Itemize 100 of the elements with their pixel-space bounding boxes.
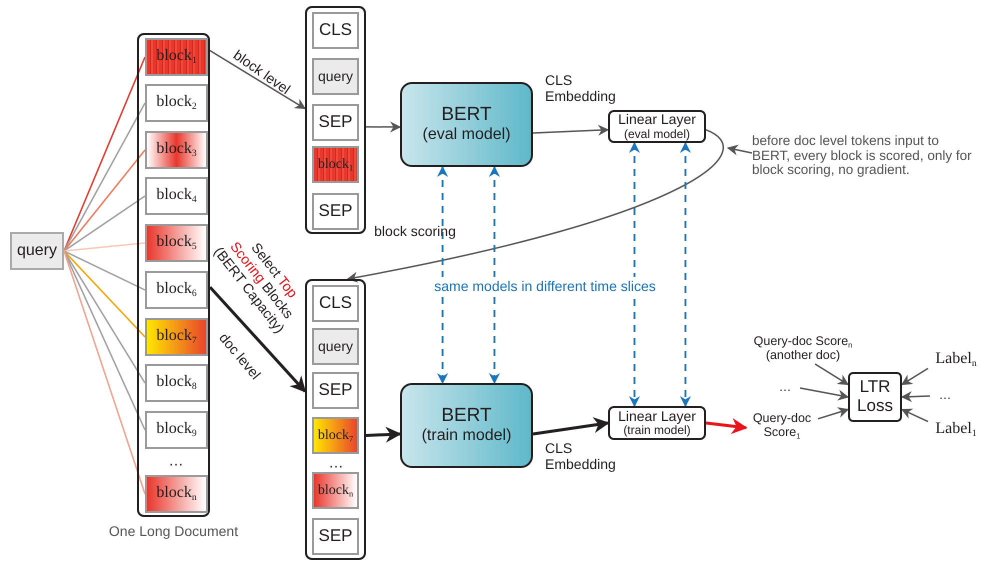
block-label: block$_{6}$	[156, 280, 197, 300]
ellipsis: …	[168, 452, 184, 470]
token-box	[312, 472, 359, 509]
arrow	[346, 129, 724, 282]
arrow	[818, 407, 850, 420]
beside-label: One Long Document	[108, 523, 238, 540]
annotation: block scoring	[374, 222, 456, 240]
arrow	[706, 418, 748, 434]
arrow	[800, 387, 850, 401]
text-block	[145, 318, 208, 356]
model-subtitle: (eval model)	[422, 126, 511, 144]
block-label: block$_{9}$	[156, 420, 197, 440]
token-label: SEP	[318, 381, 353, 400]
token-box	[312, 193, 359, 230]
block-label: block$_{1}$	[156, 47, 197, 67]
layer-subtitle: (eval model)	[624, 128, 690, 141]
arrow	[726, 144, 752, 156]
text-block	[145, 364, 208, 402]
text-block	[145, 131, 208, 169]
token-sequence-panel	[305, 6, 366, 234]
token-label: SEP	[318, 113, 353, 132]
arrow	[437, 166, 448, 384]
annotation: same models in different time slices	[432, 276, 658, 296]
token-label: block$_{7}$	[318, 428, 354, 444]
model-title: BERT	[441, 406, 492, 428]
score-label: Query-doc Score$_{n}$	[754, 334, 852, 350]
query-label: query	[16, 242, 58, 260]
token-label: SEP	[318, 202, 353, 221]
model-box	[400, 82, 533, 167]
score-label: …	[930, 386, 960, 406]
text-block	[145, 224, 208, 262]
layer-box	[608, 406, 706, 440]
query-box	[10, 232, 64, 270]
token-box	[312, 146, 359, 183]
arrow	[628, 142, 640, 408]
edge-label: CLS Embedding	[545, 72, 617, 104]
arrow	[488, 166, 500, 384]
arrow	[680, 142, 691, 408]
token-label: query	[318, 68, 354, 84]
model-box	[400, 383, 533, 468]
arrow	[532, 417, 610, 436]
connector-line	[63, 250, 146, 430]
arrow	[366, 122, 402, 132]
connector-line	[64, 195, 146, 252]
arrow	[366, 426, 402, 443]
arrow	[532, 124, 610, 136]
arrow	[901, 368, 928, 386]
token-box	[312, 328, 359, 365]
arrow	[900, 391, 930, 402]
token-label: SEP	[318, 527, 353, 546]
layer-title: Linear Layer	[618, 112, 696, 128]
block-label: block$_{8}$	[156, 373, 197, 393]
ellipsis: …	[328, 454, 344, 472]
block-label: block$_{3}$	[156, 140, 197, 160]
label-text: Label$_{1}$	[928, 416, 984, 444]
connector-line	[63, 150, 146, 252]
model-title: BERT	[441, 105, 492, 126]
token-box	[312, 104, 359, 141]
token-box	[312, 285, 359, 322]
connector-line	[64, 242, 146, 252]
token-box	[312, 518, 359, 555]
token-box	[312, 58, 359, 95]
loss-box	[848, 372, 902, 422]
token-label: block$_{n}$	[318, 482, 354, 498]
token-label: block$_{1}$	[318, 156, 354, 172]
block-label: block$_{7}$	[156, 327, 197, 347]
connector-line	[63, 102, 146, 252]
text-block	[145, 271, 208, 309]
layer-box	[608, 110, 706, 143]
token-box	[312, 417, 359, 454]
text-block	[145, 177, 208, 215]
text-block	[145, 38, 208, 76]
document-panel	[137, 33, 210, 517]
token-box	[312, 12, 359, 49]
loss-label: LTR Loss	[856, 378, 894, 416]
text-block	[145, 411, 208, 449]
block-label: block$_{5}$	[156, 233, 197, 253]
label-text: Label$_{n}$	[928, 346, 984, 374]
arrow	[208, 48, 306, 110]
arrow	[208, 286, 306, 393]
note-text: before doc level tokens input to BERT, every block is scored, only for block scoring, no gradient.	[752, 126, 980, 186]
connector-line	[63, 250, 146, 494]
token-sequence-panel	[305, 279, 366, 560]
connector-line	[63, 250, 146, 384]
model-subtitle: (train model)	[422, 427, 512, 445]
block-label: block$_{2}$	[156, 93, 197, 113]
score-label: …	[770, 378, 800, 398]
arrow	[814, 363, 849, 386]
token-box	[312, 372, 359, 409]
text-block	[145, 84, 208, 122]
block-label: block$_{n}$	[156, 484, 197, 504]
score-label: Query-doc Score$_{1}$	[746, 408, 818, 444]
arrow	[901, 408, 928, 422]
block-label: block$_{4}$	[156, 186, 197, 206]
layer-subtitle: (train model)	[623, 424, 691, 438]
token-label: CLS	[318, 294, 352, 313]
layer-title: Linear Layer	[618, 408, 696, 424]
token-label: query	[318, 338, 354, 354]
connector-line	[63, 250, 146, 338]
connector-line	[64, 250, 146, 291]
